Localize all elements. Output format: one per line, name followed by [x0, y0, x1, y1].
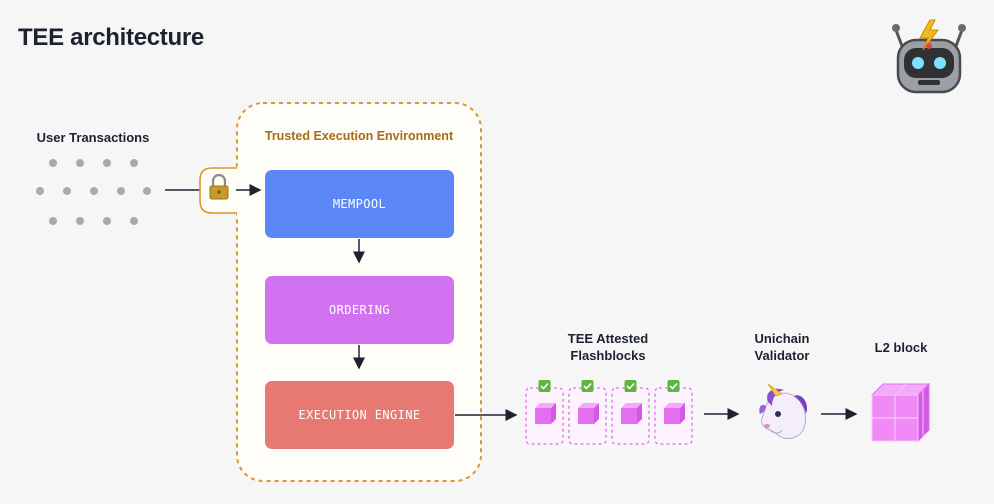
validator-label: Unichain Validator [754, 331, 810, 363]
transaction-dots [36, 159, 151, 225]
ordering-block: ORDERING [265, 276, 454, 344]
flashblocks-group [525, 380, 693, 445]
check-icon [624, 380, 637, 392]
l2-block-label: L2 block [874, 340, 928, 355]
flashblock [568, 380, 607, 445]
flashblocks-label: TEE Attested Flashblocks [567, 331, 649, 363]
tee-label: Trusted Execution Environment [264, 129, 454, 143]
user-transactions-label: User Transactions [36, 130, 150, 145]
check-icon [667, 380, 680, 392]
lock-icon [209, 173, 229, 200]
execution-engine-block: EXECUTION ENGINE [265, 381, 454, 449]
page-title: TEE architecture [18, 24, 204, 51]
robot-mascot-icon [892, 19, 966, 94]
unicorn-icon [759, 384, 808, 439]
flashblock [525, 380, 564, 445]
check-icon [581, 380, 594, 392]
flashblock [611, 380, 650, 445]
flashblock [654, 380, 693, 445]
mempool-block: MEMPOOL [265, 170, 454, 238]
check-icon [538, 380, 551, 392]
cube-stack-icon [870, 382, 931, 443]
